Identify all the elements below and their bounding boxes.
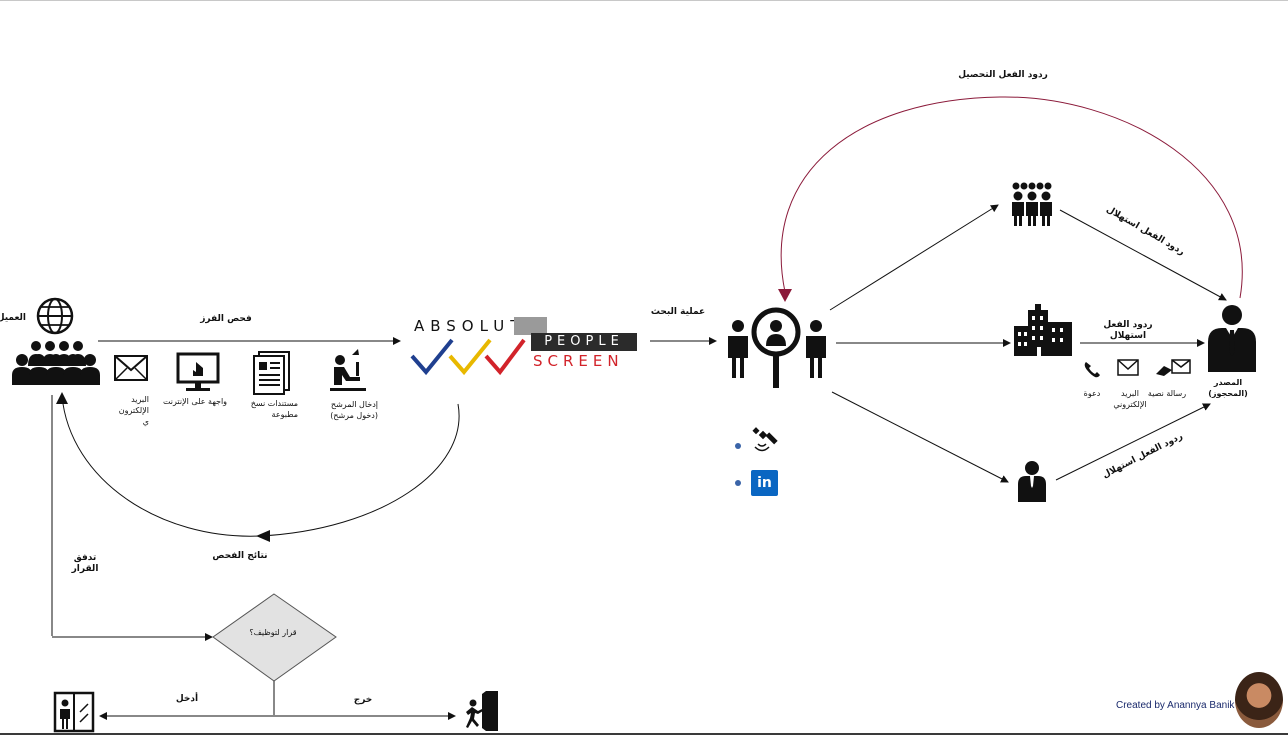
logo-people: PEOPLE	[531, 333, 637, 351]
check-marks	[410, 338, 526, 376]
document-icon	[253, 351, 290, 395]
satellite-icon	[752, 427, 778, 452]
bullet-satellite	[735, 443, 741, 449]
globe-icon	[36, 297, 74, 335]
text-message-label: رسالة نصية	[1147, 389, 1187, 398]
feedback-use-mid-label: ردود الفعل استهلال	[1103, 320, 1153, 341]
desk-worker-icon	[330, 349, 366, 391]
building-icon	[1014, 304, 1072, 356]
arrow-group-to-source	[1059, 209, 1227, 301]
businessman-icon	[1208, 305, 1256, 372]
decision-label: قرار لتوظيف؟	[249, 628, 297, 637]
monitor-icon	[176, 352, 220, 391]
email-label: البريد الإلكترون ي	[118, 395, 149, 426]
top-divider	[0, 0, 1288, 1]
feedback-arrowhead	[778, 289, 792, 302]
exit-icon	[466, 691, 498, 731]
bottom-divider	[0, 733, 1288, 735]
client-arrowhead	[56, 392, 68, 404]
source-label: المصدر (المحجوز)	[1208, 378, 1248, 398]
avatar	[1235, 672, 1283, 728]
people-search-icon	[728, 307, 826, 388]
person-icon	[1018, 461, 1046, 502]
logo-screen: SCREEN	[533, 352, 624, 370]
screening-label: فحص الفرز	[200, 314, 252, 324]
printed-docs-label: مستندات نسخ مطبوعة	[250, 399, 298, 419]
call-label: دعوة	[1083, 389, 1101, 398]
envelope-icon-right	[1117, 359, 1139, 376]
feedback-arc	[780, 96, 1243, 299]
crowd-icon	[12, 341, 100, 385]
arrow-to-person	[831, 391, 1009, 483]
arrow-person-to-source	[1055, 403, 1211, 481]
screening-results-label: نتائج الفحص	[212, 551, 268, 561]
logo-absolute: ABSOLUTE	[414, 317, 541, 335]
bullet-linkedin	[735, 480, 741, 486]
envelope-icon	[114, 355, 148, 381]
search-process-label: عملية البحث	[650, 307, 706, 317]
web-interface-label: واجهة على الإنترنت	[162, 397, 228, 406]
group-icon	[1012, 182, 1052, 226]
logo-gray-block	[514, 317, 547, 335]
email-right-label: البريد الإلكتروني	[1113, 389, 1147, 409]
in-label: أدخل	[175, 694, 199, 704]
phone-icon	[1084, 362, 1100, 378]
candidate-entry-label: إدخال المرشح (دخول مرشح)	[330, 400, 378, 420]
decision-flow-label: تدفق القرار	[71, 553, 99, 574]
client-label: العميل	[0, 313, 26, 323]
out-label: خرج	[353, 695, 373, 705]
text-message-icon	[1156, 359, 1191, 376]
linkedin-icon: in	[751, 470, 778, 496]
results-arrowhead	[256, 530, 270, 542]
feedback-collect-label: ردود الفعل التحصيل	[958, 70, 1048, 80]
elevator-icon	[53, 691, 95, 733]
credit-text: Created by Anannya Banik	[1116, 700, 1235, 711]
arrow-to-group	[829, 204, 999, 311]
